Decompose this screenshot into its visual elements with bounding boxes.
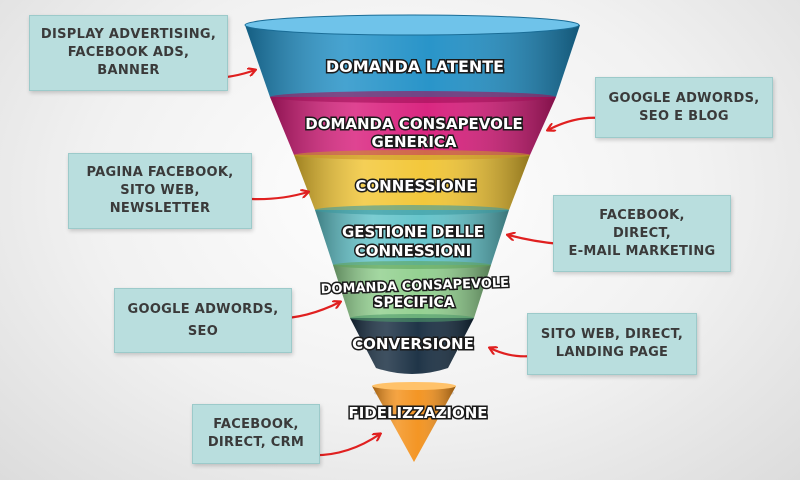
label-generica-line1: DOMANDA CONSAPEVOLE bbox=[305, 115, 522, 133]
fidelizzazione-shade bbox=[372, 386, 456, 462]
callout-line: GOOGLE ADWORDS, bbox=[127, 301, 279, 317]
callout-pagina-facebook: PAGINA FACEBOOK, SITO WEB, NEWSLETTER bbox=[68, 153, 252, 229]
band-generica-shade bbox=[270, 97, 556, 155]
callout-google-adwords-seo: GOOGLE ADWORDS, SEO bbox=[114, 288, 292, 353]
band-gestione-shade bbox=[315, 210, 509, 265]
callout-line: E-MAIL MARKETING bbox=[568, 243, 716, 259]
label-gestione-line1: GESTIONE DELLE bbox=[342, 223, 484, 241]
label-fidelizzazione: FIDELIZZAZIONE bbox=[348, 404, 487, 422]
label-connessione: CONNESSIONE bbox=[355, 177, 476, 195]
callout-line: GOOGLE ADWORDS, bbox=[608, 90, 760, 106]
arrow-sito-web-direct bbox=[490, 348, 534, 358]
callout-line: FACEBOOK, bbox=[213, 417, 299, 432]
callout-line: SEO bbox=[187, 323, 219, 339]
band-specifica-shade bbox=[333, 265, 491, 318]
callout-google-adwords-seo-blog: GOOGLE ADWORDS, SEO E BLOG bbox=[595, 77, 773, 138]
fidelizzazione-rim bbox=[372, 382, 456, 390]
callout-line: LANDING PAGE bbox=[555, 345, 669, 360]
callout-display-advertising: DISPLAY ADVERTISING, FACEBOOK ADS, BANNE… bbox=[29, 15, 228, 91]
band-rim-5 bbox=[350, 314, 474, 322]
label-specifica-line2: SPECIFICA bbox=[373, 295, 454, 311]
callout-facebook-direct-crm: FACEBOOK, DIRECT, CRM bbox=[192, 404, 320, 464]
label-gestione-line2: CONNESSIONI bbox=[355, 242, 472, 260]
callout-line: DIRECT, bbox=[612, 225, 672, 241]
band-rim-2 bbox=[294, 150, 530, 160]
band-rim-3 bbox=[315, 205, 509, 215]
callout-line: FACEBOOK ADS, bbox=[67, 45, 190, 60]
label-generica-line2: GENERICA bbox=[371, 133, 456, 151]
callout-line: FACEBOOK, bbox=[599, 207, 685, 223]
stage-labels: DOMANDA LATENTE DOMANDA CONSAPEVOLE GENE… bbox=[304, 56, 524, 424]
callout-line: NEWSLETTER bbox=[109, 201, 211, 216]
label-conversione: CONVERSIONE bbox=[352, 335, 474, 353]
band-rim-4 bbox=[333, 261, 491, 269]
funnel-top-rim bbox=[244, 14, 580, 36]
band-conversione-shade bbox=[350, 318, 474, 374]
arrow-google-adwords-seo-blog bbox=[548, 116, 602, 130]
callout-line: SEO E BLOG bbox=[639, 108, 729, 124]
callout-line: SITO WEB, DIRECT, bbox=[540, 327, 684, 342]
callout-line: DIRECT, CRM bbox=[207, 435, 305, 450]
band-rim-1 bbox=[270, 91, 556, 103]
callout-line: SITO WEB, bbox=[120, 183, 200, 198]
callout-line: BANNER bbox=[97, 63, 160, 78]
band-domanda-latente-shade bbox=[245, 25, 580, 97]
band-connessione-shade bbox=[294, 155, 530, 210]
funnel-bands bbox=[244, 14, 580, 462]
callout-sito-web-direct: SITO WEB, DIRECT, LANDING PAGE bbox=[527, 313, 697, 375]
callout-line: DISPLAY ADVERTISING, bbox=[40, 27, 217, 42]
callout-line: PAGINA FACEBOOK, bbox=[86, 165, 234, 180]
callout-facebook-direct-email: FACEBOOK, DIRECT, E-MAIL MARKETING bbox=[553, 195, 731, 272]
label-domanda-latente: DOMANDA LATENTE bbox=[326, 57, 504, 76]
